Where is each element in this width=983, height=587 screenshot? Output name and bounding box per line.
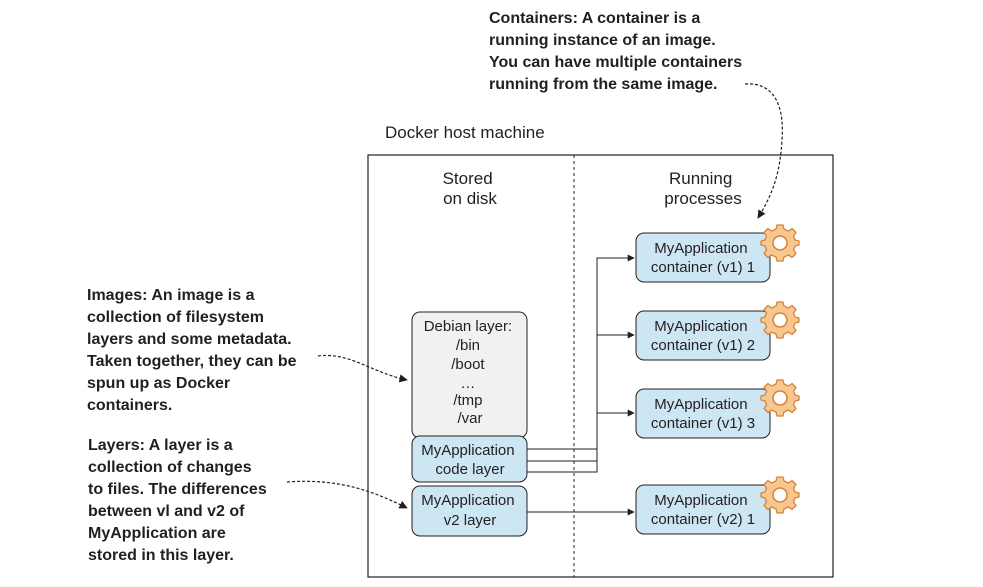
gear-icon — [760, 476, 800, 514]
containers-annotation: Containers: A container is a running ins… — [489, 10, 747, 93]
svg-text:MyApplication container: MyApplication container (v1) 3 — [651, 396, 755, 432]
connector-v1-2 — [527, 331, 635, 462]
layers-annotation-line-3: to files. The differences — [88, 481, 267, 498]
svg-text:Debian layer: /bin: Debian layer: /bin /boot … /tmp /var — [424, 318, 517, 427]
gear-icon — [760, 301, 800, 339]
images-annotation-line-4: Taken together, they can be — [87, 353, 297, 370]
connector-v1-3 — [527, 409, 635, 473]
v2-layer-line-1: MyApplication — [421, 492, 514, 509]
images-annotation-line-2: collection of filesystem — [87, 309, 264, 326]
images-annotation-line-1: Images: An image is a — [87, 287, 255, 304]
container-box-v1-3: MyApplication container (v1) 3 — [635, 388, 771, 439]
code-layer-line-1: MyApplication — [421, 442, 514, 459]
connectors — [527, 254, 635, 516]
svg-text:Containers: A container is a: Containers: A container is a running ins… — [489, 10, 747, 93]
stored-column-header: Stored on disk — [443, 169, 498, 208]
layers-annotation-line-1: Layers: A layer is a — [88, 437, 233, 454]
container-v1-1-line-2: container (v1) 1 — [651, 259, 755, 276]
container-v1-1-line-1: MyApplication — [654, 240, 747, 257]
containers-annotation-line-3: You can have multiple containers — [489, 54, 742, 71]
layers-annotation-line-4: between vl and v2 of — [88, 503, 245, 520]
container-v1-3-line-2: container (v1) 3 — [651, 415, 755, 432]
host-machine-title: Docker host machine — [385, 123, 545, 142]
images-annotation-line-6: containers. — [87, 397, 172, 414]
connector-v1-1 — [527, 254, 635, 450]
v2-layer-line-2: v2 layer — [444, 512, 497, 529]
container-v1-3-line-1: MyApplication — [654, 396, 747, 413]
containers-annotation-line-1: Containers: A container is a — [489, 10, 700, 27]
container-box-v2-1: MyApplication container (v2) 1 — [635, 484, 771, 535]
layers-annotation-arrow — [286, 480, 408, 509]
gear-icon — [760, 224, 800, 262]
images-annotation-arrow — [317, 354, 408, 383]
v2-layer-box: MyApplication v2 layer — [411, 485, 528, 537]
container-v2-1-line-1: MyApplication — [654, 492, 747, 509]
containers-annotation-line-2: running instance of an image. — [489, 32, 716, 49]
container-v2-1-line-2: container (v2) 1 — [651, 511, 755, 528]
svg-text:MyApplication v2 layer: MyApplication v2 layer — [421, 492, 519, 529]
images-annotation-line-5: spun up as Docker — [87, 375, 230, 392]
images-annotation: Images: An image is a collection of file… — [87, 287, 301, 414]
container-box-v1-2: MyApplication container (v1) 2 — [635, 310, 771, 361]
debian-path-boot: /boot — [451, 356, 485, 373]
debian-path-var: /var — [457, 410, 482, 427]
debian-path-tmp: /tmp — [453, 392, 482, 409]
debian-layer-box: Debian layer: /bin /boot … /tmp /var — [411, 311, 528, 439]
images-annotation-line-3: layers and some metadata. — [87, 331, 292, 348]
gear-icon — [760, 379, 800, 417]
debian-path-bin: /bin — [456, 337, 480, 354]
debian-path-ellipsis: … — [460, 375, 475, 392]
container-v1-2-line-2: container (v1) 2 — [651, 337, 755, 354]
containers-annotation-arrow — [744, 83, 783, 219]
running-header-line-2: processes — [664, 189, 741, 208]
code-layer-line-2: code layer — [435, 461, 504, 478]
containers-annotation-line-4: running from the same image. — [489, 76, 717, 93]
svg-text:MyApplication container: MyApplication container (v1) 1 — [651, 240, 755, 276]
svg-text:MyApplication container: MyApplication container (v1) 2 — [651, 318, 755, 354]
layers-annotation-line-6: stored in this layer. — [88, 547, 234, 564]
running-header-line-1: Running — [669, 169, 732, 188]
svg-text:MyApplication container: MyApplication container (v2) 1 — [651, 492, 755, 528]
debian-layer-title: Debian layer: — [424, 318, 512, 335]
layers-annotation: Layers: A layer is a collection of chang… — [88, 437, 271, 564]
running-column-header: Running processes — [664, 169, 741, 208]
svg-text:MyApplication code layer: MyApplication code layer — [421, 442, 519, 478]
code-layer-box: MyApplication code layer — [411, 435, 528, 483]
container-v1-2-line-1: MyApplication — [654, 318, 747, 335]
container-box-v1-1: MyApplication container (v1) 1 — [635, 232, 771, 283]
layers-annotation-line-5: MyApplication are — [88, 525, 226, 542]
stored-header-line-2: on disk — [443, 189, 497, 208]
stored-header-line-1: Stored — [443, 169, 493, 188]
layers-annotation-line-2: collection of changes — [88, 459, 252, 476]
